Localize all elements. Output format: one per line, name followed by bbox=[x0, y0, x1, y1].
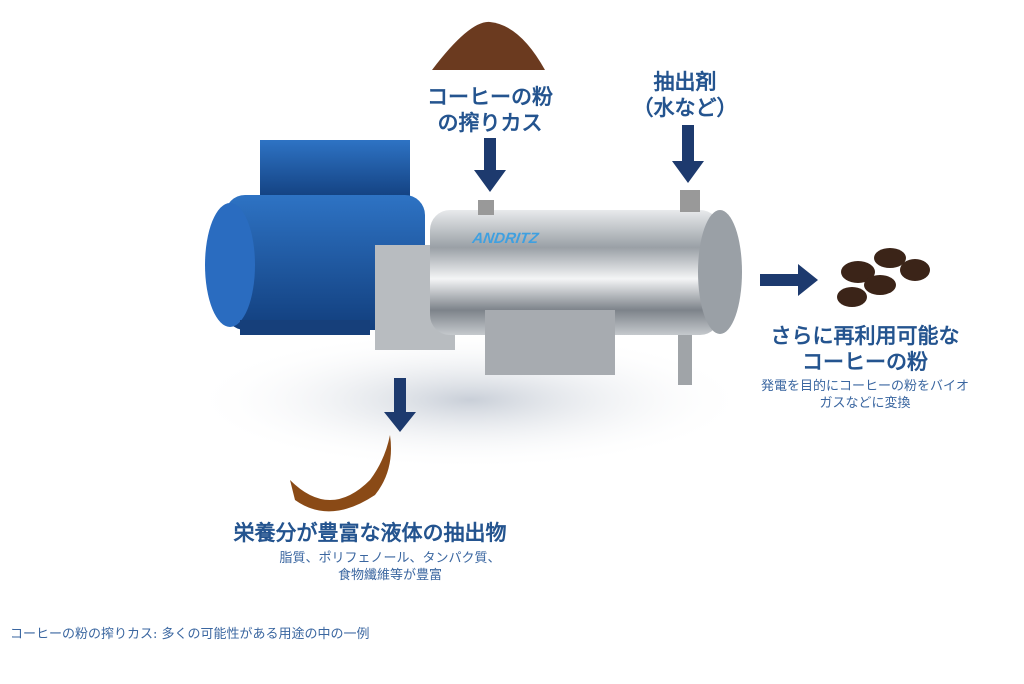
arrow-right-output-icon bbox=[760, 264, 818, 296]
spent-coffee-pucks-image bbox=[837, 248, 930, 307]
arrow-down-grounds-icon bbox=[474, 138, 506, 192]
extract-title: 栄養分が豊富な液体の抽出物 bbox=[233, 520, 507, 545]
solvent-label-line1: 抽出剤 bbox=[653, 69, 717, 94]
extractor-tank-image bbox=[375, 190, 742, 385]
grounds-input-label: コーヒーの粉 の搾りカス bbox=[405, 84, 575, 136]
reusable-title-line1: さらに再利用可能な bbox=[770, 323, 960, 348]
brand-logo: ANDRITZ bbox=[470, 230, 540, 247]
grounds-label-line2: の搾りカス bbox=[437, 110, 543, 135]
grounds-label-line1: コーヒーの粉 bbox=[427, 84, 553, 109]
figure-caption: コーヒーの粉の搾りカス: 多くの可能性がある用途の中の一例 bbox=[10, 627, 370, 642]
extract-desc-line2: 食物纖維等が豊富 bbox=[337, 568, 442, 583]
reusable-grounds-label: さらに再利用可能な コーヒーの粉 発電を目的にコーヒーの粉をバイオ ガスなどに変… bbox=[740, 323, 990, 412]
liquid-extract-splash-image bbox=[290, 435, 391, 512]
coffee-grounds-pile-image bbox=[432, 21, 545, 70]
reusable-desc-line2: ガスなどに変換 bbox=[819, 396, 911, 411]
reusable-title-line2: コーヒーの粉 bbox=[802, 349, 928, 374]
arrow-down-solvent-icon bbox=[672, 125, 704, 183]
reusable-desc-line1: 発電を目的にコーヒーの粉をバイオ bbox=[760, 379, 969, 394]
extract-label: 栄養分が豊富な液体の抽出物 脂質、ポリフェノール、タンパク質、 食物纖維等が豊富 bbox=[215, 520, 525, 584]
solvent-label-line2: （水など） bbox=[632, 95, 738, 120]
extract-desc-line1: 脂質、ポリフェノール、タンパク質、 bbox=[279, 551, 501, 566]
machine-shadow bbox=[190, 330, 750, 470]
solvent-label: 抽出剤 （水など） bbox=[620, 69, 750, 121]
arrow-down-extract-icon bbox=[384, 378, 416, 432]
motor-image bbox=[205, 140, 425, 335]
